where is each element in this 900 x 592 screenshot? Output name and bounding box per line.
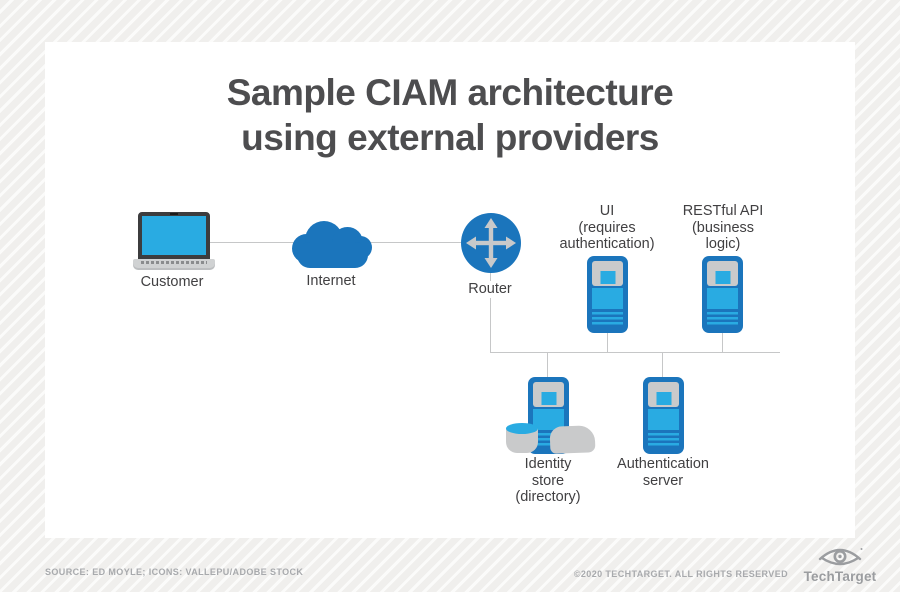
identity-store-label: Identity store (directory)	[515, 456, 581, 505]
router-label: Router	[443, 281, 537, 298]
directory-folder-icon	[549, 425, 596, 454]
ui-server-label: UI (requires authentication)	[559, 203, 655, 252]
techtarget-wordmark: TechTarget	[803, 569, 877, 584]
customer-label: Customer	[140, 274, 204, 290]
laptop-screen	[138, 212, 210, 259]
auth-server-icon	[643, 377, 684, 454]
database-cylinder-icon	[506, 423, 538, 453]
techtarget-logo: TechTarget	[796, 546, 884, 584]
laptop-icon	[133, 212, 215, 270]
line-router-down	[490, 272, 491, 353]
line-identity-store-drop	[547, 352, 548, 378]
auth-server-label: Authentication server	[617, 456, 709, 489]
api-server-label: RESTful API (business logic)	[682, 203, 764, 252]
page-title: Sample CIAM architecture using external …	[226, 72, 674, 158]
ui-server-icon	[587, 256, 628, 333]
line-auth-server-drop	[662, 352, 663, 378]
api-server-icon	[702, 256, 743, 333]
router-icon	[461, 213, 521, 273]
footer-source-credit: SOURCE: ED MOYLE; ICONS: VALLEPU/ADOBE S…	[45, 567, 304, 577]
line-ui-server-stub	[607, 332, 608, 353]
internet-label: Internet	[306, 273, 356, 289]
footer-copyright: ©2020 TECHTARGET. ALL RIGHTS RESERVED	[573, 569, 788, 579]
line-bus-horizontal	[490, 352, 780, 353]
laptop-camera	[170, 213, 178, 215]
cloud-icon	[292, 221, 372, 269]
laptop-keyboard	[133, 259, 215, 268]
techtarget-eye-icon	[818, 548, 863, 566]
line-api-server-stub	[722, 332, 723, 353]
